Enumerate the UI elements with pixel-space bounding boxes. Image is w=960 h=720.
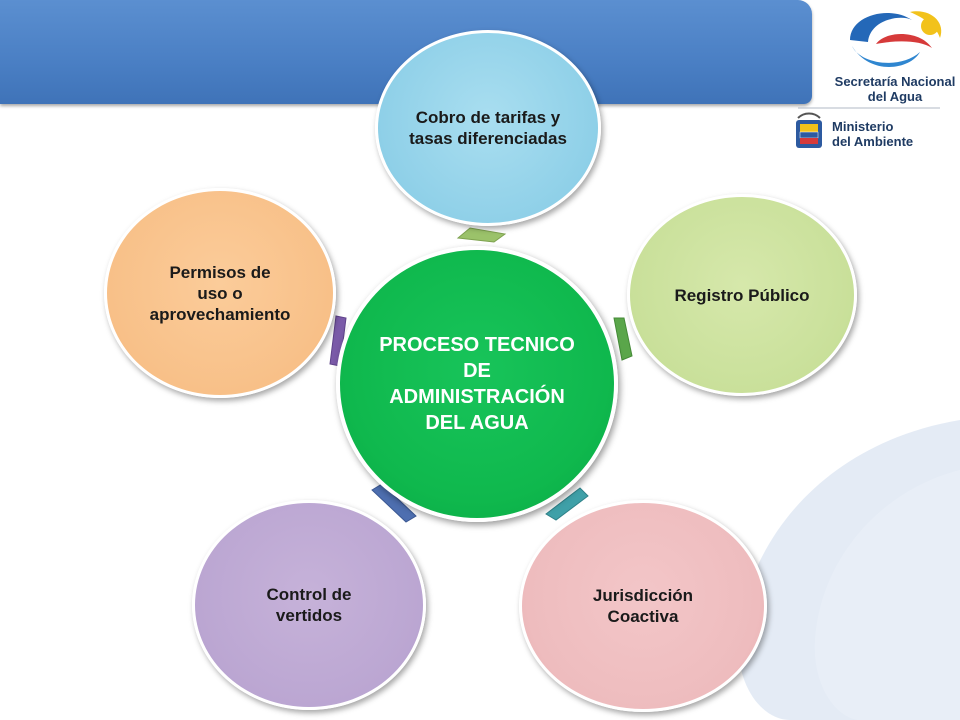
node-registro-publico: Registro Público	[627, 194, 857, 396]
ecuador-coat-of-arms-icon	[796, 112, 822, 148]
arrow-right-to-bottomright	[545, 487, 589, 521]
ministerio-line1: Ministerio	[832, 119, 894, 134]
arrow-bottomright-to-bottomleft	[371, 483, 417, 523]
arrow-top-to-right	[613, 317, 633, 361]
arrow-center-to-top	[456, 227, 507, 243]
senagua-line2: del Agua	[867, 89, 923, 104]
senagua-line1: Secretaría Nacional	[834, 74, 956, 89]
node-center-proceso: PROCESO TECNICO DE ADMINISTRACIÓN DEL AG…	[336, 246, 618, 522]
logo-area	[796, 11, 942, 148]
ministerio-line2: del Ambiente	[832, 134, 914, 149]
ministerio-logo-text: Ministerio del Ambiente	[832, 119, 932, 149]
senagua-logo-text: Secretaría Nacional del Agua	[830, 74, 960, 104]
senagua-logo-icon	[850, 11, 942, 67]
